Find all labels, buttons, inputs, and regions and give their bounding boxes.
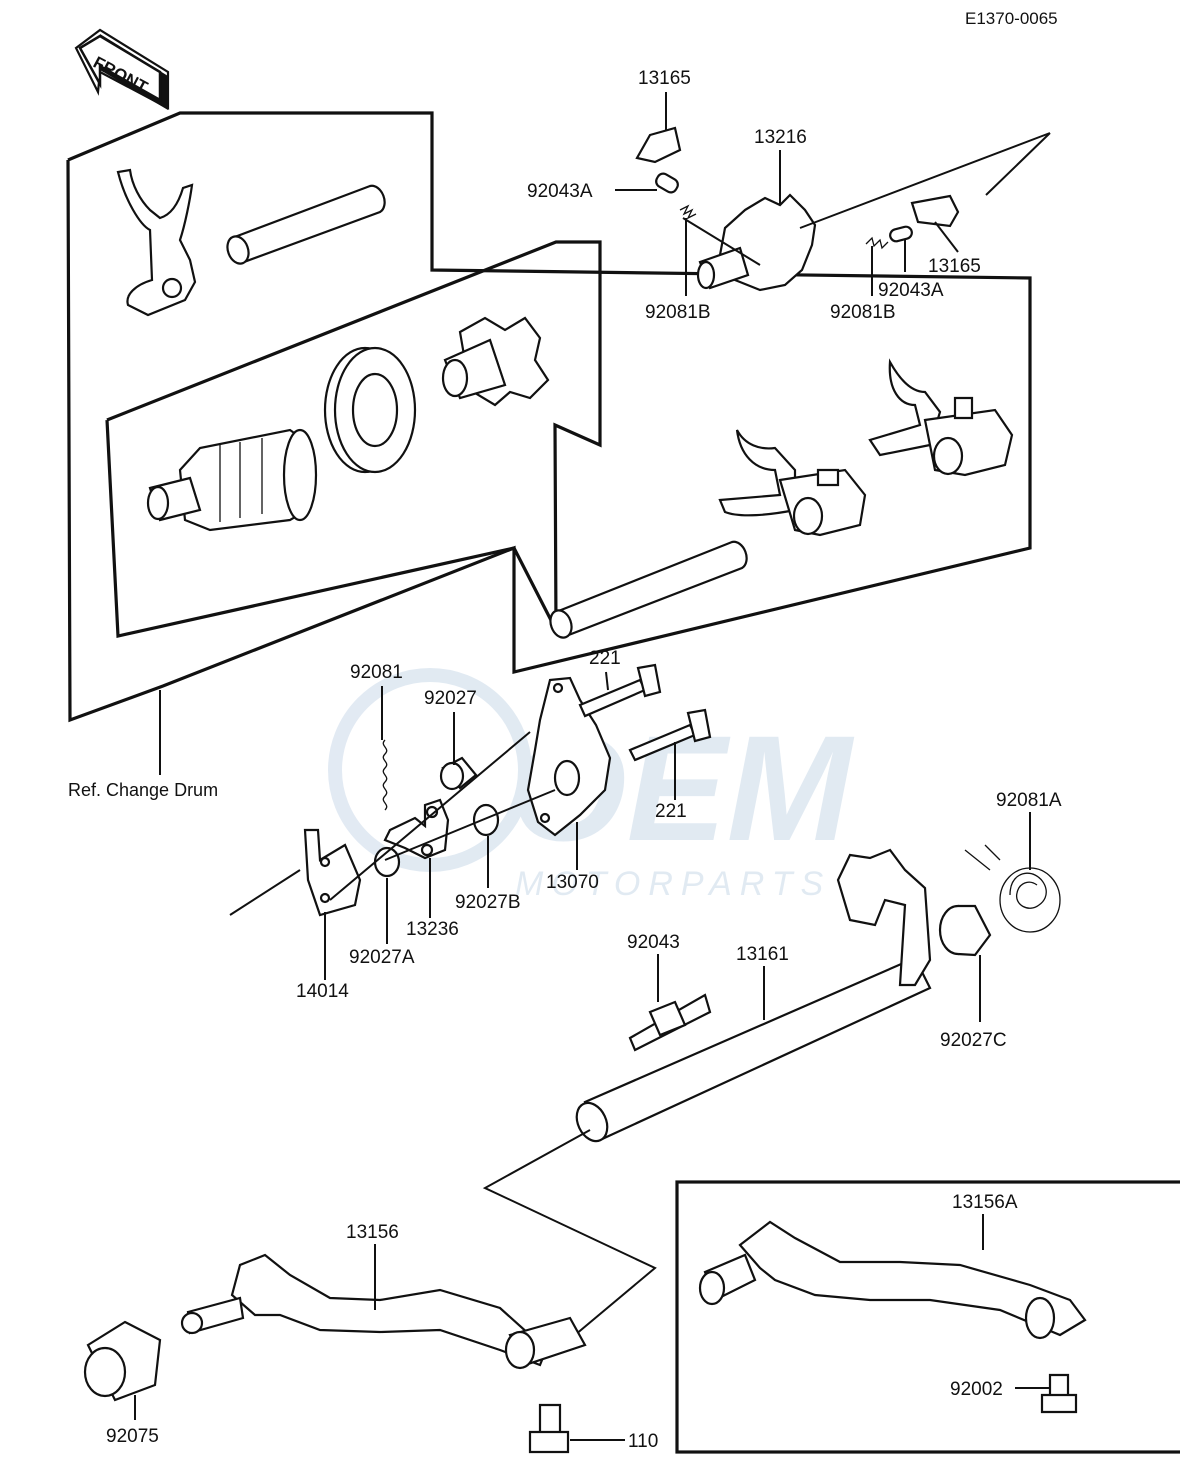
spring-92081b-right <box>865 236 889 250</box>
explode-line-drum <box>682 132 1051 266</box>
shift-fork-left <box>116 168 197 317</box>
callout-110: 110 <box>628 1431 658 1452</box>
explode-line-shift <box>229 731 556 916</box>
shift-pedal-13156 <box>180 1253 587 1370</box>
callout-13161: 13161 <box>736 944 789 965</box>
shift-rod-top <box>226 184 386 265</box>
bolt-221-top <box>578 663 662 718</box>
callout-92081: 92081 <box>350 662 403 683</box>
pin-13165-top <box>635 126 682 164</box>
change-drum <box>146 428 318 532</box>
change-drum-inner-frame <box>105 240 602 638</box>
collar-92027 <box>439 756 478 791</box>
alt-pedal-inset-frame <box>675 1180 1180 1454</box>
callout-92027: 92027 <box>424 688 477 709</box>
change-drum-outer-frame <box>66 111 1032 723</box>
bolt-92043 <box>628 993 712 1052</box>
pedal-rubber-92075 <box>83 1320 162 1402</box>
callout-13070: 13070 <box>546 872 599 893</box>
shift-pedal-13156a <box>698 1220 1087 1340</box>
spring-92081 <box>382 739 388 811</box>
callout-92043a-right: 92043A <box>878 280 944 301</box>
callout-13156: 13156 <box>346 1222 399 1243</box>
callout-13236: 13236 <box>406 919 459 940</box>
shift-drum-segment <box>696 193 817 292</box>
lever-14014 <box>303 828 362 917</box>
shift-fork-right <box>868 358 1014 477</box>
callout-221-top: 221 <box>589 648 621 669</box>
drum-cam <box>441 316 550 407</box>
front-arrow-icon: FRONT <box>74 28 170 110</box>
drawing-code: E1370-0065 <box>965 9 1058 28</box>
callout-92075: 92075 <box>106 1426 159 1447</box>
callout-92002: 92002 <box>950 1379 1003 1400</box>
pin-92043a-left <box>655 172 679 194</box>
drum-bearing <box>323 346 417 474</box>
collar-92027b <box>472 803 500 837</box>
spring-92081b-left <box>679 204 697 220</box>
shift-shaft-13161 <box>575 848 932 1143</box>
callout-92081b-left: 92081B <box>645 302 711 323</box>
callout-92043a-left: 92043A <box>527 181 593 202</box>
bolt-92002 <box>1040 1373 1078 1414</box>
callout-13165-right: 13165 <box>928 256 981 277</box>
ref-change-drum-label: Ref. Change Drum <box>68 780 218 800</box>
callout-92081a: 92081A <box>996 790 1062 811</box>
callout-92043: 92043 <box>627 932 680 953</box>
callout-92027a: 92027A <box>349 947 415 968</box>
pin-92043a-right <box>889 225 913 243</box>
callout-13156a: 13156A <box>952 1192 1018 1213</box>
collar-92027c <box>938 904 992 957</box>
callout-92027c: 92027C <box>940 1030 1007 1051</box>
callout-leaders <box>134 92 1050 1441</box>
shift-rod-lower <box>549 540 748 639</box>
callout-92081b-right: 92081B <box>830 302 896 323</box>
callout-13165-top: 13165 <box>638 68 691 89</box>
callout-221-bottom: 221 <box>655 801 687 822</box>
watermark-subtext: MOTORPARTS <box>515 865 831 903</box>
pin-13165-right <box>910 194 960 228</box>
callout-14014: 14014 <box>296 981 349 1002</box>
plate-13070 <box>526 676 612 837</box>
callout-labels: 13165 13216 92043A 92081B 13165 92043A 9… <box>106 68 1062 1452</box>
callout-92027b: 92027B <box>455 892 521 913</box>
shift-fork-center <box>718 429 867 537</box>
bolt-221-bottom <box>628 708 712 762</box>
bolt-110 <box>528 1403 570 1454</box>
explode-line-pedal <box>482 1129 657 1336</box>
callout-13216: 13216 <box>754 127 807 148</box>
